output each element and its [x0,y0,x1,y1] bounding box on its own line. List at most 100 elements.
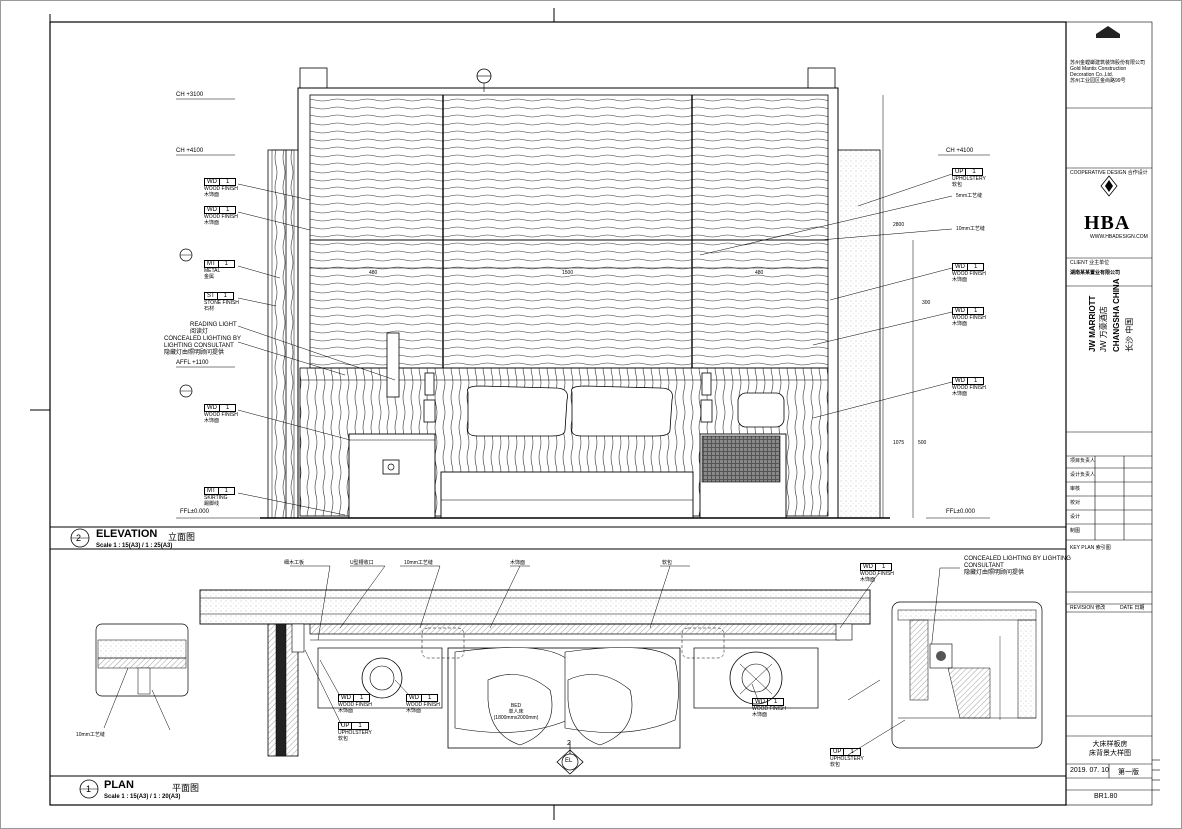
elevation-leaders-left [237,183,396,516]
callout-en: WOOD FINISH [952,385,986,391]
ceiling-level-top: CH +3100 [176,92,204,98]
elevation-view [176,67,990,519]
ceiling-level-right: CH +4100 [946,148,974,154]
drawing-date: 2019. 07. 10 [1070,767,1109,774]
callout-cn: 木饰面 [952,277,968,283]
callout-cn: 石材 [204,306,215,312]
plan-concealed-label: CONCEALED LIGHTING BY LIGHTING CONSULTAN… [964,556,1071,577]
plan-detail-right [891,601,1043,749]
plan-section-note: 10mm工艺缝 [76,732,105,738]
hba-wordmark: HBA [1084,212,1131,234]
callout-num: 1 [217,292,235,300]
callout-en: UPHOLSTERY [830,756,864,762]
callout-num: 1 [768,698,785,706]
dim-v-2: 300 [922,300,931,306]
elevation-title: ELEVATION [96,528,158,540]
callout-num: 1 [220,404,237,412]
callout-en: WOOD FINISH [860,571,894,577]
project-name-cn-2: 长沙 中国 [1125,317,1134,352]
project-name-en-1: JW MARRIOTT [1088,295,1097,352]
callout-code: UP [952,168,967,176]
callout-num: 1 [968,377,985,385]
drawing-phase: 第一版 [1118,769,1139,776]
plan-concealed-cn: 隐藏灯由照明顾问提供 [964,570,1025,576]
company-name: 苏州金螳螂建筑装饰股份有限公司 [1070,60,1146,66]
callout-cn: 软包 [952,182,963,188]
revision-label: REVISION 修改 [1070,605,1106,611]
callout-code: WD [204,404,220,412]
callout-en: WOOD FINISH [752,706,786,712]
floor-level-right: FFL±0.000 [946,509,975,515]
callout-cn: 木饰面 [204,192,220,198]
dim-h-1: 480 [369,270,378,276]
callout-code: WD [952,307,968,315]
dim-v-3: 1075 [893,440,905,446]
callout-en: WOOD FINISH [204,186,238,192]
note-right-1: 5mm工艺缝 [956,193,983,199]
key-plan-label: KEY PLAN 索引图 [1070,545,1111,551]
callout-num: 1 [966,168,983,176]
callout-cn: 木饰面 [752,712,768,718]
elevation-leaders-right [699,173,953,419]
callout-code: WD [204,178,220,186]
callout-en: WOOD FINISH [204,412,238,418]
concealed-cn: 隐藏灯由照明顾问提供 [164,350,225,356]
callout-num: 1 [220,178,237,186]
callout-cn: 木饰面 [204,220,220,226]
callout-cn: 踢脚线 [204,501,220,507]
note-right-2: 10mm工艺缝 [956,226,985,232]
callout-code: WD [338,694,354,702]
title-block-frame [1065,21,1153,806]
reading-light-cn: 阅读灯 [190,329,209,335]
bed-label-cn: 单人床 [508,709,524,715]
callout-cn: 木饰面 [952,391,968,397]
project-name-cn-1: JW 万豪酒店 [1099,306,1108,352]
concealed-lighting-label: CONCEALED LIGHTING BY LIGHTING CONSULTAN… [164,336,241,357]
callout-num: 1 [352,722,369,730]
callout-code: WD [952,377,968,385]
cooperative-label: COOPERATIVE DESIGN 合作设计 [1070,170,1148,176]
callout-en: WOOD FINISH [204,214,238,220]
project-name-en-2: CHANGSHA CHINA [1112,278,1121,352]
callout-num: 1 [354,694,371,702]
callout-code: WD [406,694,422,702]
reading-light-en: READING LIGHT [190,322,237,328]
callout-cn: 木饰面 [406,708,422,714]
client-name: 湖南某某置业有限公司 [1070,270,1121,276]
concealed-en: CONCEALED LIGHTING BY [164,336,242,342]
callout-cn: 木饰面 [338,708,354,714]
plan-title: PLAN [104,779,134,791]
callout-num: 1 [876,563,893,571]
callout-num: 1 [220,206,237,214]
hba-logo [1100,175,1118,197]
company-block: 苏州金螳螂建筑装饰股份有限公司 Gold Mantis Construction… [1070,60,1150,84]
dim-v-4: 500 [918,440,927,446]
callout-num: 1 [844,748,861,756]
tb-row-5: 设计 [1070,514,1081,520]
callout-cn: 软包 [830,762,841,768]
callout-en: WOOD FINISH [338,702,372,708]
drawing-title-block: 大床样板房 床背景大样图 [1070,740,1150,758]
bed-label-block: BED 单人床 (1800mmx2000mm) [486,703,546,721]
dim-h-3: 480 [755,270,764,276]
plan-scale: Scale 1 : 15(A3) / 1 : 20(A3) [104,794,181,800]
callout-code: WD [752,698,768,706]
sheet-number: BR1.80 [1094,793,1118,800]
drawing-title-2: 床背景大样图 [1089,750,1131,757]
tb-row-2: 设计负责人 [1070,472,1096,478]
elevation-title-cn: 立面图 [168,532,196,542]
